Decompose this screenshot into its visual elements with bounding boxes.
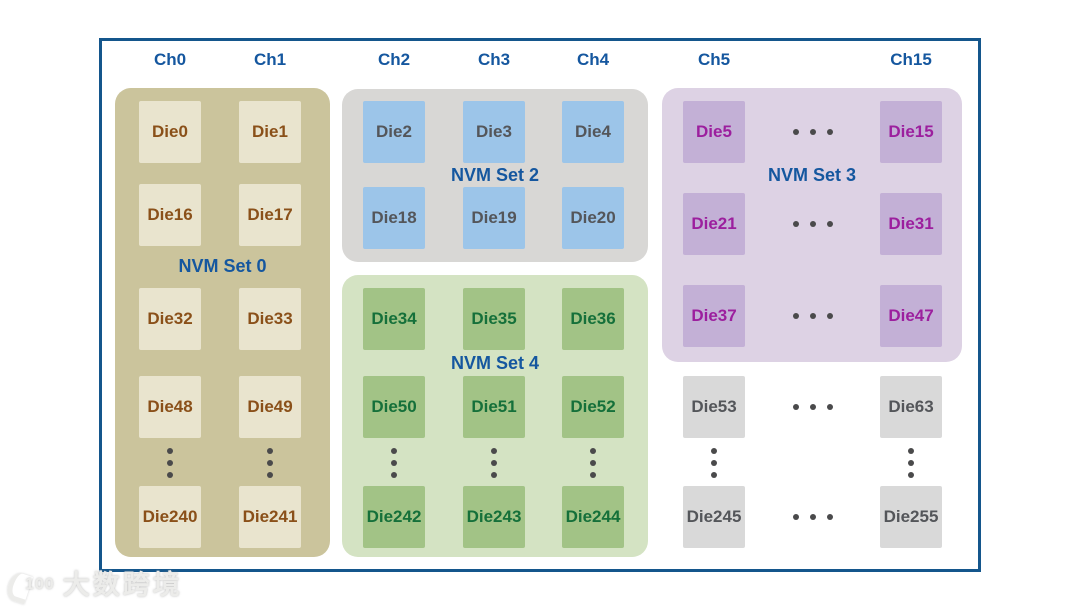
die-cell: Die52	[562, 376, 624, 438]
channel-label-ch0: Ch0	[153, 50, 187, 69]
die-cell: Die49	[239, 376, 301, 438]
die-cell: Die37	[683, 285, 745, 347]
ellipsis-vertical-icon	[711, 448, 717, 478]
nvm-set-0-label: NVM Set 0	[178, 256, 267, 276]
ellipsis-vertical-icon	[908, 448, 914, 478]
die-cell: Die3	[463, 101, 525, 163]
die-cell: Die53	[683, 376, 745, 438]
ellipsis-vertical-icon	[267, 448, 273, 478]
nvm-set-3-label: NVM Set 3	[767, 165, 857, 185]
ellipsis-horizontal-icon	[793, 129, 833, 135]
channel-label-ch5: Ch5	[697, 50, 731, 69]
die-cell: Die51	[463, 376, 525, 438]
channel-label-ch3: Ch3	[477, 50, 511, 69]
die-cell: Die242	[363, 486, 425, 548]
die-cell: Die33	[239, 288, 301, 350]
die-cell: Die20	[562, 187, 624, 249]
watermark-brand-text: 大数跨境	[62, 570, 183, 600]
die-cell: Die32	[139, 288, 201, 350]
nvm-set-2-label: NVM Set 2	[450, 165, 540, 185]
die-cell: Die17	[239, 184, 301, 246]
ellipsis-vertical-icon	[590, 448, 596, 478]
die-cell: Die34	[363, 288, 425, 350]
die-cell: Die15	[880, 101, 942, 163]
ellipsis-horizontal-icon	[793, 313, 833, 319]
die-cell: Die50	[363, 376, 425, 438]
channel-label-ch15: Ch15	[890, 50, 932, 69]
die-cell: Die35	[463, 288, 525, 350]
die-cell: Die240	[139, 486, 201, 548]
die-cell: Die16	[139, 184, 201, 246]
die-cell: Die0	[139, 101, 201, 163]
die-cell: Die21	[683, 193, 745, 255]
ellipsis-horizontal-icon	[793, 404, 833, 410]
ellipsis-horizontal-icon	[793, 221, 833, 227]
die-cell: Die63	[880, 376, 942, 438]
channel-label-ch1: Ch1	[253, 50, 287, 69]
ellipsis-horizontal-icon	[793, 514, 833, 520]
die-cell: Die241	[239, 486, 301, 548]
die-cell: Die1	[239, 101, 301, 163]
die-cell: Die2	[363, 101, 425, 163]
die-cell: Die5	[683, 101, 745, 163]
die-cell: Die245	[683, 486, 745, 548]
die-cell: Die255	[880, 486, 942, 548]
die-cell: Die4	[562, 101, 624, 163]
die-cell: Die19	[463, 187, 525, 249]
die-cell: Die243	[463, 486, 525, 548]
ellipsis-vertical-icon	[491, 448, 497, 478]
die-cell: Die48	[139, 376, 201, 438]
die-cell: Die18	[363, 187, 425, 249]
channel-label-ch2: Ch2	[377, 50, 411, 69]
watermark-logo-text: 100	[25, 576, 55, 593]
die-cell: Die244	[562, 486, 624, 548]
watermark: 100 大数跨境	[4, 563, 183, 605]
ellipsis-vertical-icon	[391, 448, 397, 478]
channel-label-ch4: Ch4	[576, 50, 610, 69]
die-cell: Die36	[562, 288, 624, 350]
die-cell: Die31	[880, 193, 942, 255]
ellipsis-vertical-icon	[167, 448, 173, 478]
nvm-set-4-label: NVM Set 4	[450, 353, 540, 373]
die-cell: Die47	[880, 285, 942, 347]
